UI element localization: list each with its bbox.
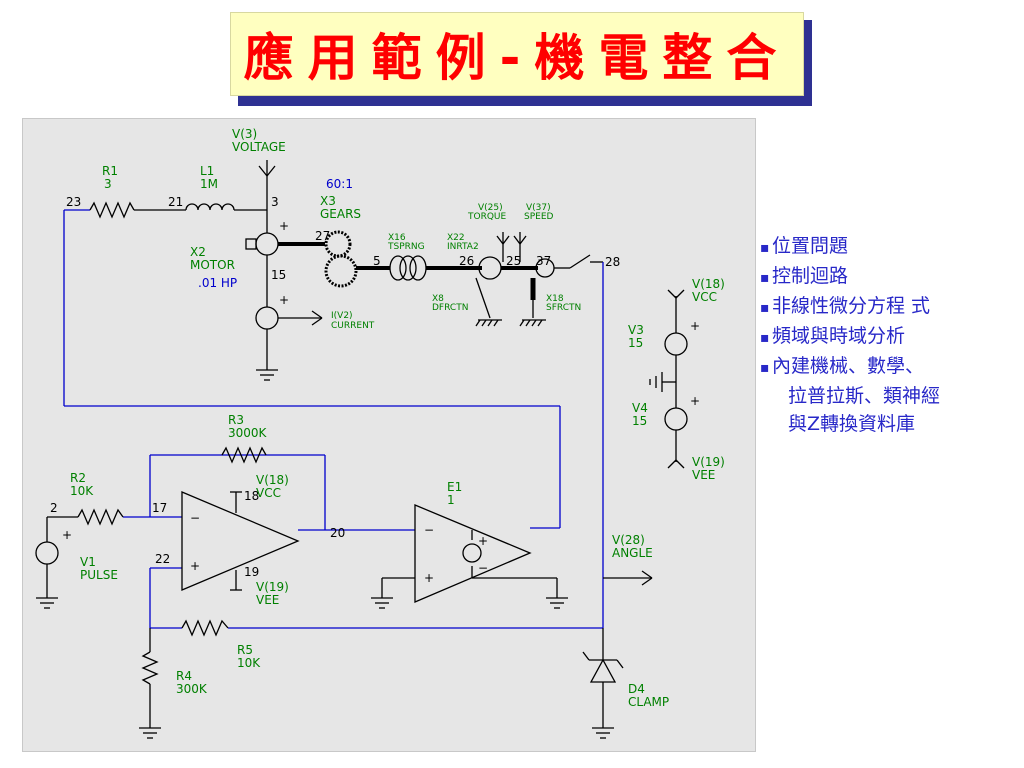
- node-37: 37: [536, 254, 551, 268]
- v4-source-label: V4: [632, 401, 648, 415]
- x18-label: X18: [546, 294, 564, 304]
- v28-name: ANGLE: [612, 546, 653, 560]
- r1-label: R1: [102, 164, 118, 178]
- node-18: 18: [244, 489, 259, 503]
- svg-text:+: +: [690, 394, 700, 408]
- x8-name: DFRCTN: [432, 303, 468, 313]
- feature-item-continued: 拉普拉斯、類神經: [788, 385, 941, 407]
- supply-v19-label: V(19): [692, 455, 725, 469]
- node-3: 3: [271, 195, 279, 209]
- v4-source-value: 15: [632, 414, 647, 428]
- x2-value: .01 HP: [198, 276, 237, 290]
- e1-value: 1: [447, 493, 455, 507]
- node-5: 5: [373, 254, 381, 268]
- r5-value: 10K: [237, 656, 261, 670]
- svg-text:−: −: [478, 561, 488, 575]
- d4-label: D4: [628, 682, 645, 696]
- x8-label: X8: [432, 294, 444, 304]
- v1-label: V1: [80, 555, 96, 569]
- gear-ratio: 60:1: [326, 177, 353, 191]
- feature-item: ▪內建機械、數學、: [760, 355, 925, 377]
- svg-text:−: −: [190, 511, 200, 525]
- svg-text:+: +: [279, 219, 289, 233]
- supply-vcc-label: VCC: [692, 290, 717, 304]
- node-15: 15: [271, 268, 286, 282]
- amp-v19-label: V(19): [256, 580, 289, 594]
- amp-vee-label: VEE: [256, 593, 279, 607]
- v3-source-value: 15: [628, 336, 643, 350]
- supply-v18-label: V(18): [692, 277, 725, 291]
- e1-label: E1: [447, 480, 462, 494]
- feature-item-continued: 與Z轉換資料庫: [788, 413, 916, 435]
- v37-name: SPEED: [524, 212, 554, 222]
- node-23: 23: [66, 195, 81, 209]
- node-17: 17: [152, 501, 167, 515]
- svg-text:+: +: [690, 319, 700, 333]
- r3-value: 3000K: [228, 426, 268, 440]
- node-21: 21: [168, 195, 183, 209]
- x3-label: X3: [320, 194, 336, 208]
- node-25: 25: [506, 254, 521, 268]
- v25-label: V(25): [478, 203, 503, 213]
- node-2: 2: [50, 501, 58, 515]
- x18-name: SFRCTN: [546, 303, 581, 313]
- iv2-label: I(V2): [331, 311, 353, 321]
- node-26: 26: [459, 254, 474, 268]
- feature-item: ▪控制迴路: [760, 265, 849, 287]
- node-19: 19: [244, 565, 259, 579]
- x16-name: TSPRNG: [387, 242, 425, 252]
- amp-v18-label: V(18): [256, 473, 289, 487]
- node-28: 28: [605, 255, 620, 269]
- amp-vcc-label: VCC: [256, 486, 281, 500]
- x2-label: X2: [190, 245, 206, 259]
- x22-name: INRTA2: [447, 242, 479, 252]
- svg-text:+: +: [190, 559, 200, 573]
- v37-label: V(37): [526, 203, 551, 213]
- svg-text:+: +: [62, 528, 72, 542]
- r2-value: 10K: [70, 484, 94, 498]
- title-box: 應用範例-機電整合: [230, 12, 804, 96]
- l1-label: L1: [200, 164, 214, 178]
- svg-text:+: +: [279, 293, 289, 307]
- feature-item: ▪頻域與時域分析: [760, 325, 906, 347]
- v1-name: PULSE: [80, 568, 118, 582]
- page-title: 應用範例-機電整合: [243, 29, 791, 87]
- d4-name: CLAMP: [628, 695, 669, 709]
- feature-list: ▪位置問題 ▪控制迴路 ▪非線性微分方程 式 ▪頻域與時域分析 ▪內建機械、數學…: [760, 232, 1022, 438]
- r1-value: 3: [104, 177, 112, 191]
- node-27: 27: [315, 229, 330, 243]
- svg-text:+: +: [478, 534, 488, 548]
- v3-probe-label: V(3): [232, 127, 257, 141]
- r4-value: 300K: [176, 682, 208, 696]
- v3-probe-name: VOLTAGE: [232, 140, 286, 154]
- v25-name: TORQUE: [467, 212, 507, 222]
- v28-label: V(28): [612, 533, 645, 547]
- feature-item: ▪位置問題: [760, 235, 849, 257]
- l1-value: 1M: [200, 177, 218, 191]
- r3-label: R3: [228, 413, 244, 427]
- supply-vee-label: VEE: [692, 468, 715, 482]
- r2-label: R2: [70, 471, 86, 485]
- svg-text:+: +: [424, 571, 434, 585]
- node-22: 22: [155, 552, 170, 566]
- svg-text:−: −: [424, 523, 434, 537]
- node-20: 20: [330, 526, 345, 540]
- v3-source-label: V3: [628, 323, 644, 337]
- feature-item: ▪非線性微分方程 式: [760, 295, 931, 317]
- schematic-panel: [22, 118, 756, 752]
- iv2-name: CURRENT: [331, 321, 375, 331]
- x22-label: X22: [447, 233, 465, 243]
- x3-name: GEARS: [320, 207, 361, 221]
- x16-label: X16: [388, 233, 406, 243]
- x2-name: MOTOR: [190, 258, 235, 272]
- r4-label: R4: [176, 669, 192, 683]
- r5-label: R5: [237, 643, 253, 657]
